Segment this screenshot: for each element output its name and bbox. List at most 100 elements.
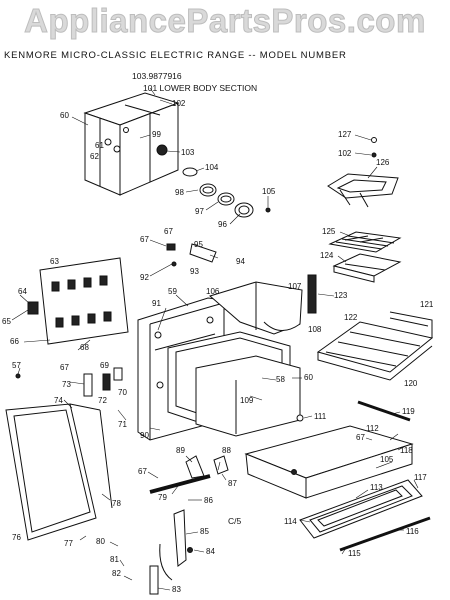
callout-84: 84: [206, 547, 215, 556]
callout-113: 113: [370, 483, 383, 492]
callout-80: 80: [96, 537, 105, 546]
callout-121: 121: [420, 300, 434, 309]
callout-124: 124: [320, 251, 334, 260]
callout-122: 122: [344, 313, 358, 322]
callout-67-e: 67: [138, 467, 147, 476]
callout-92: 92: [140, 273, 149, 282]
part-79-rail: [149, 474, 211, 494]
callout-112: 112: [366, 424, 379, 433]
callout-95: 95: [194, 240, 203, 249]
callout-66: 66: [10, 337, 19, 346]
callout-105: 105: [262, 187, 276, 196]
callout-99: 99: [152, 130, 161, 139]
part-123: [307, 274, 317, 314]
page-code: C/5: [228, 516, 242, 526]
part-121-122-broiler-pan: [316, 311, 434, 381]
callout-73: 73: [62, 380, 71, 389]
callout-60-b: 60: [304, 373, 313, 382]
part-58-109-oven-cavity: [167, 331, 301, 437]
part-94-95-bracket: [166, 243, 217, 267]
part-124-pan: [332, 253, 402, 283]
callout-107: 107: [288, 282, 302, 291]
callout-106: 106: [206, 287, 220, 296]
callout-116: 116: [406, 527, 419, 536]
part-60-box: [83, 92, 180, 196]
callout-81: 81: [110, 555, 119, 564]
part-125-rack: [328, 231, 402, 253]
callout-119: 119: [402, 407, 415, 416]
callout-72: 72: [98, 396, 107, 405]
callout-57: 57: [12, 361, 21, 370]
part-107-top-cover: [208, 281, 303, 335]
part-88-89-brackets: [185, 455, 229, 479]
callout-85: 85: [200, 527, 209, 536]
part-116-strip: [339, 516, 431, 552]
callout-126: 126: [376, 158, 390, 167]
callout-76: 76: [12, 533, 21, 542]
callout-78: 78: [112, 499, 121, 508]
part-126-element: [327, 137, 399, 208]
callout-67-c: 67: [60, 363, 69, 372]
callout-58: 58: [276, 375, 285, 384]
callout-60: 60: [60, 111, 69, 120]
leader-lines: [11, 87, 419, 591]
callout-96: 96: [218, 220, 227, 229]
callout-125: 125: [322, 227, 336, 236]
callout-67-a: 67: [140, 235, 149, 244]
callout-91: 91: [152, 299, 161, 308]
part-119-rail: [357, 400, 411, 422]
callout-94: 94: [236, 257, 245, 266]
callout-104: 104: [205, 163, 219, 172]
callout-90: 90: [140, 431, 149, 440]
callout-127: 127: [338, 130, 352, 139]
callout-68: 68: [80, 343, 89, 352]
part-85-hinge: [149, 509, 193, 595]
callout-59: 59: [168, 287, 177, 296]
part-112-drawer: [244, 414, 414, 499]
callout-117: 117: [414, 473, 427, 482]
callout-83: 83: [172, 585, 181, 594]
callout-86: 86: [204, 496, 213, 505]
callout-69: 69: [100, 361, 109, 370]
callout-87: 87: [228, 479, 237, 488]
part-76-door-panel: [5, 403, 113, 541]
callout-82: 82: [112, 569, 121, 578]
callout-63: 63: [50, 257, 59, 266]
part-63-side-panel: [27, 257, 129, 345]
part-70-72-73: [15, 367, 123, 397]
callout-108: 108: [308, 325, 322, 334]
callout-93: 93: [190, 267, 199, 276]
section-title: 101 LOWER BODY SECTION: [143, 83, 258, 93]
callout-62: 62: [90, 152, 99, 161]
watermark-logo: AppliancePartsPros.com: [24, 2, 426, 40]
callout-114: 114: [284, 517, 297, 526]
part-104-98-97-96-rings: [182, 167, 271, 218]
callout-102: 102: [172, 99, 186, 108]
callout-74: 74: [54, 396, 63, 405]
callout-79: 79: [158, 493, 167, 502]
callout-105-b: 105: [380, 455, 394, 464]
callout-71: 71: [118, 420, 127, 429]
callout-97: 97: [195, 207, 204, 216]
part-114-drawer-front: [299, 479, 423, 539]
callout-70: 70: [118, 388, 127, 397]
callout-109: 109: [240, 396, 254, 405]
callout-64: 64: [18, 287, 27, 296]
model-number: 103.9877916: [132, 71, 182, 81]
callout-111: 111: [314, 412, 327, 421]
callout-102-b: 102: [338, 149, 352, 158]
callout-120: 120: [404, 379, 418, 388]
callout-98: 98: [175, 188, 184, 197]
callout-65: 65: [2, 317, 11, 326]
callout-118: 118: [400, 446, 413, 455]
callout-77: 77: [64, 539, 73, 548]
callout-123: 123: [334, 291, 348, 300]
callout-89: 89: [176, 446, 185, 455]
callout-67-b: 67: [164, 227, 173, 236]
callout-67-d: 67: [356, 433, 365, 442]
callout-115: 115: [348, 549, 361, 558]
callout-88: 88: [222, 446, 231, 455]
callout-61: 61: [95, 141, 104, 150]
